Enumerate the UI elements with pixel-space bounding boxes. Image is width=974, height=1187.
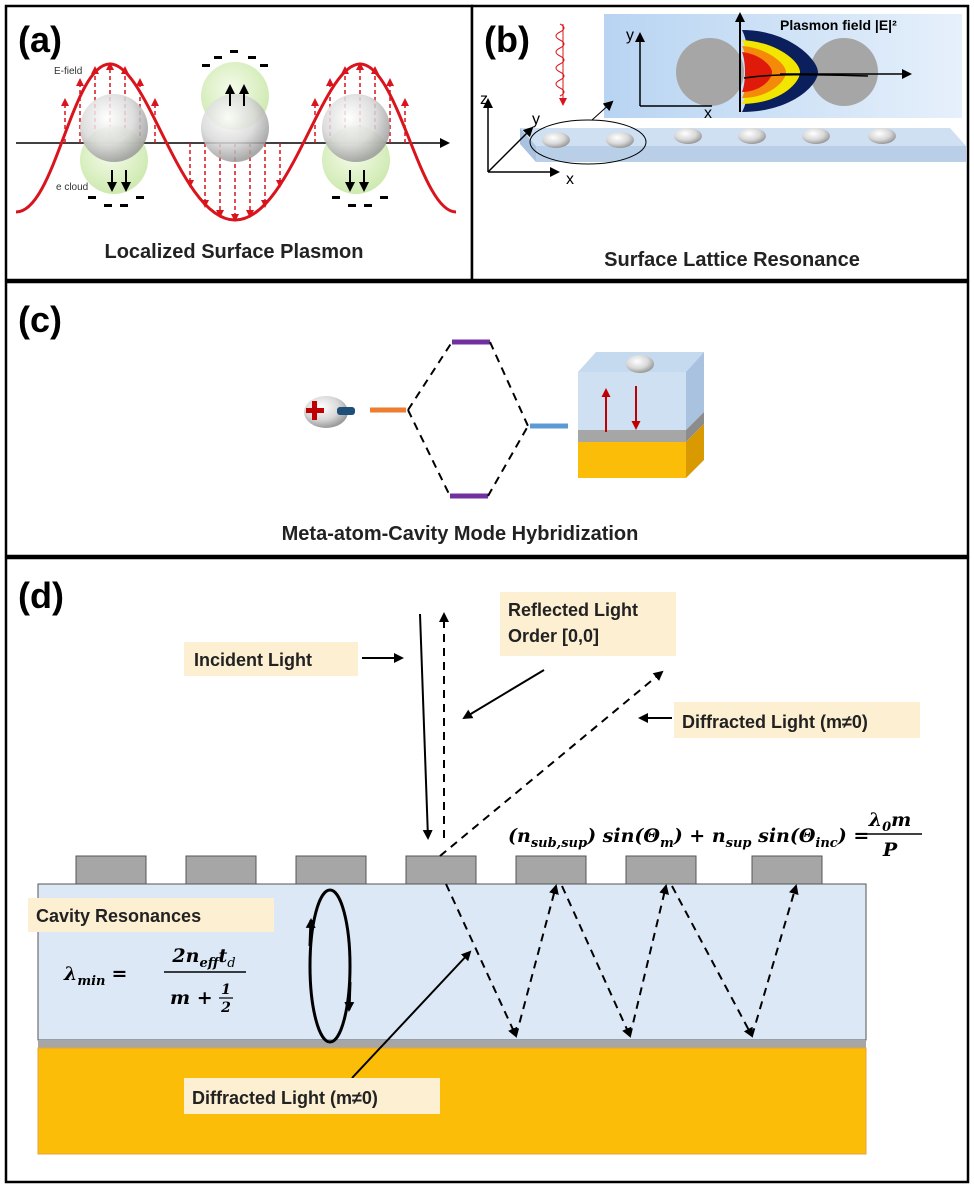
incident-wave <box>555 23 565 97</box>
svg-text:λ0m: λ0m <box>868 809 911 835</box>
incident-label-bg <box>184 642 358 676</box>
reflected-label-bg <box>500 592 676 656</box>
svg-text:2nefftd: 2nefftd <box>171 945 235 971</box>
grating-equation: (nsub,sup) sin(Θm) + nsup sin(Θinc) = λ0… <box>508 809 922 861</box>
inset-x-label: x <box>704 105 712 122</box>
y-label: y <box>532 111 540 128</box>
eq-c-num: 2n <box>171 945 199 967</box>
eq-g-num-m: m <box>891 809 911 831</box>
loop-arrow-up <box>305 918 316 947</box>
efield-wave <box>15 62 457 222</box>
z-label: z <box>480 91 488 108</box>
panel-a-title: Localized Surface Plasmon <box>105 241 364 263</box>
eq-g-sub4: inc <box>815 836 837 851</box>
eq-g-part3: ) + n <box>673 825 726 847</box>
selection-ellipse <box>529 119 647 165</box>
panel-c-frame <box>4 280 970 558</box>
reflected-pointer <box>462 669 545 720</box>
eq-g-sub3: sup <box>726 836 752 851</box>
panel-d: (d) <box>4 556 970 1184</box>
zoom-pointer <box>591 100 614 121</box>
panel-c-title: Meta-atom-Cavity Mode Hybridization <box>282 523 639 545</box>
diffracted-bottom-label-bg <box>184 1078 440 1114</box>
minus-charge <box>337 407 355 415</box>
eq-c-num-tsub: d <box>227 956 235 971</box>
particle-1 <box>80 94 148 194</box>
resonance-loop <box>308 888 352 1044</box>
plus-charge <box>306 401 324 420</box>
inset-particle-left <box>676 38 744 106</box>
diffracted-ray-up <box>439 670 664 857</box>
panel-b: (b) y x Plasmon field |E|² <box>470 4 970 282</box>
incident-ray <box>419 613 433 840</box>
x-label: x <box>566 171 574 188</box>
eq-c-den-m: m + <box>170 987 213 1009</box>
eq-g-sub2: m <box>660 836 674 851</box>
grating-elements <box>75 855 823 885</box>
incident-label: Incident Light <box>194 650 312 670</box>
reflected-label-line1: Reflected Light <box>508 600 638 620</box>
field-label: Plasmon field |E|² <box>780 17 897 33</box>
eq-g-num: λ <box>868 809 882 831</box>
inset-y-label: y <box>626 27 634 44</box>
eq-c-den-1: 1 <box>221 982 231 998</box>
field-hotspot <box>742 30 818 112</box>
panel-b-letter: (b) <box>484 19 530 60</box>
panel-c: (c) Meta-atom <box>4 280 970 558</box>
eq-c-lhs: λ <box>63 963 77 985</box>
substrate-front <box>536 146 966 162</box>
diffracted-top-label-bg <box>674 702 920 738</box>
diffracted-bottom-label: Diffracted Light (m≠0) <box>192 1088 378 1108</box>
cavity-block <box>578 352 704 478</box>
eq-g-part5: ) = <box>837 825 870 847</box>
cavity-label: Cavity Resonances <box>36 906 201 926</box>
y-axis <box>487 126 534 173</box>
lattice-particles <box>542 128 896 148</box>
diffracted-top-label: Diffracted Light (m≠0) <box>682 712 868 732</box>
spacer-layer <box>38 1040 866 1048</box>
inset-particle-right <box>810 38 878 106</box>
eq-c-den-2: 2 <box>220 1000 231 1016</box>
eq-g-num-sub: 0 <box>882 820 891 835</box>
panel-d-letter: (d) <box>18 575 64 616</box>
cavity-equation: λmin = 2nefftd m + 1 2 <box>63 945 246 1016</box>
particle-2 <box>201 62 269 162</box>
eq-g-den: P <box>882 839 898 861</box>
gold-layer <box>37 1047 867 1155</box>
hybridization-lines <box>407 341 529 497</box>
eq-g-part4: sin(Θ <box>752 825 816 847</box>
diffracted-bottom-pointer <box>351 950 472 1079</box>
eq-g-part2: ) sin(Θ <box>586 825 660 847</box>
eq-c-num-t: t <box>218 945 227 967</box>
eq-c-num-sub: eff <box>199 956 220 971</box>
cloud-arrows <box>107 84 369 192</box>
eq-c-lhs-sub: min <box>77 974 105 989</box>
cavity-label-bg <box>28 898 274 932</box>
panel-c-letter: (c) <box>18 299 62 340</box>
particle-3 <box>322 94 390 194</box>
charges <box>88 50 388 207</box>
efield-label: E-field <box>54 66 82 77</box>
svg-text:λmin=: λmin = <box>63 963 127 989</box>
eq-c-equals: = <box>111 963 127 985</box>
ecloud-label: e cloud <box>56 182 88 193</box>
reflected-label-line2: Order [0,0] <box>508 626 599 646</box>
cavity-rays <box>445 883 799 1038</box>
panel-b-title: Surface Lattice Resonance <box>604 249 860 271</box>
eq-g-sub1: sub,sup <box>531 836 587 851</box>
svg-text:(nsub,sup) sin(Θm) + nsup sin(: (nsub,sup) sin(Θm) + nsup sin(Θinc) = <box>508 825 869 851</box>
loop-arrow-down <box>344 981 355 1012</box>
panel-a: (a) <box>4 4 474 282</box>
eq-g-part1: (n <box>508 825 531 847</box>
panel-a-letter: (a) <box>18 19 62 60</box>
